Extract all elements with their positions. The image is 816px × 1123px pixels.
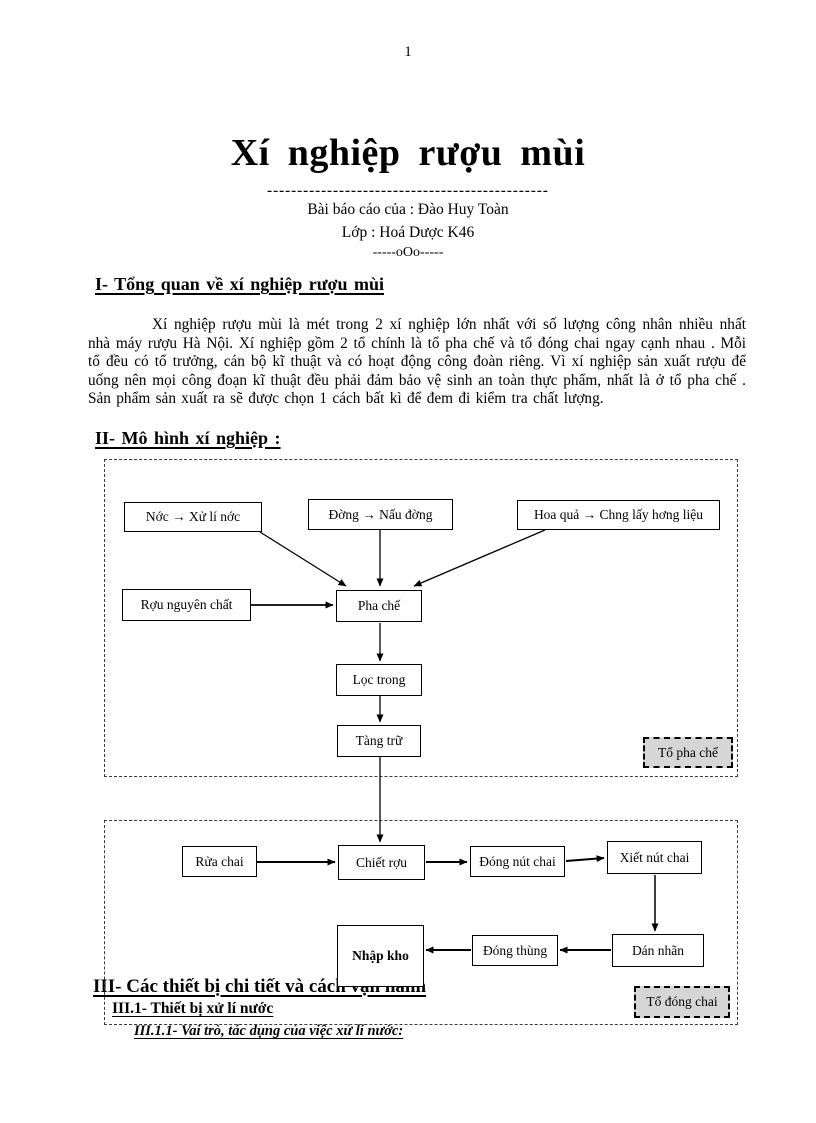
node-tighten-cap: Xiết nút chai [607,841,702,874]
group-label-dong-chai: Tổ đóng chai [634,986,730,1018]
paragraph-line: tổ đều có tổ trưởng, cán bộ kĩ thuật và … [88,353,746,371]
diagram-2-border [104,820,738,1025]
document-title: Xí nghiệp rượu mùi [230,132,586,174]
node-wash-bottle: Rửa chai [182,846,257,877]
node-fruit: Hoa quả → Chng lấy hơng liệu [517,500,720,530]
node-sugar: Đờng → Nấu đờng [308,499,453,530]
node-filter: Lọc trong [336,664,422,696]
group-label-pha-che: Tổ pha chế [643,737,733,768]
class-line: Lớp : Hoá Dược K46 [341,224,475,241]
node-stick-label: Dán nhãn [612,934,704,967]
node-warehouse: Nhập kho [337,925,424,987]
node-cap-bottle: Đóng nút chai [470,846,565,877]
paragraph-line: Xí nghiệp rượu mùi là mét trong 2 xí ngh… [152,316,746,333]
node-fill-liquor: Chiết rợu [338,845,425,880]
author-line: Bài báo cáo của : Đào Huy Toàn [307,201,509,218]
paragraph-line: Sản phẩm sản xuất ra sẽ được chọn 1 cách… [88,390,604,408]
section-3-1-1-heading: III.1.1- Vai trò, tác dụng của việc xử l… [134,1023,404,1039]
section-2-heading: II- Mô hình xí nghiệp : [95,428,281,448]
paragraph-line: nhà máy rượu Hà Nội. Xí nghiệp gồm 2 tổ … [88,334,746,352]
node-storage: Tàng trữ [337,725,421,757]
section-1-paragraph: Xí nghiệp rượu mùi là mét trong 2 xí ngh… [88,316,746,409]
node-water: Nớc → Xử lí nớc [124,502,262,532]
node-pack-carton: Đóng thùng [472,935,558,966]
section-3-1-heading: III.1- Thiết bị xử lí nước [112,1000,274,1017]
title-divider: ----------------------------------------… [267,183,549,199]
section-1-heading: I- Tổng quan về xí nghiệp rượu mùi [95,274,385,294]
paragraph-line: uống nên mọi công đoạn kĩ thuật đều phải… [88,371,746,389]
ornament-line: -----oOo----- [372,245,444,260]
node-pure-alcohol: Rợu nguyên chất [122,589,251,621]
page-number: 1 [404,44,412,60]
diagram-1-border [104,459,738,777]
node-blend: Pha chế [336,590,422,622]
